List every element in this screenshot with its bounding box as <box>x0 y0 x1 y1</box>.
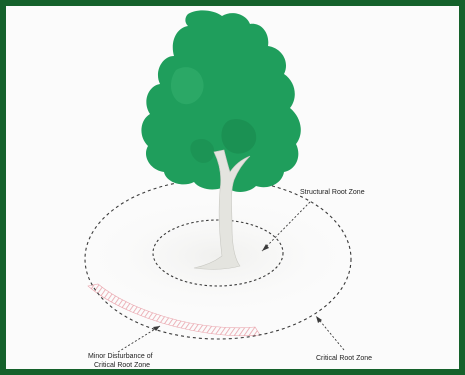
structural-root-zone-label: Structural Root Zone <box>300 189 365 196</box>
critical-root-zone-label: Critical Root Zone <box>316 355 372 362</box>
minor-disturbance-label-line2: Critical Root Zone <box>94 362 150 369</box>
minor-disturbance-label-line1: Minor Disturbance of <box>88 353 153 360</box>
minor-disturbance-leader <box>118 326 160 352</box>
